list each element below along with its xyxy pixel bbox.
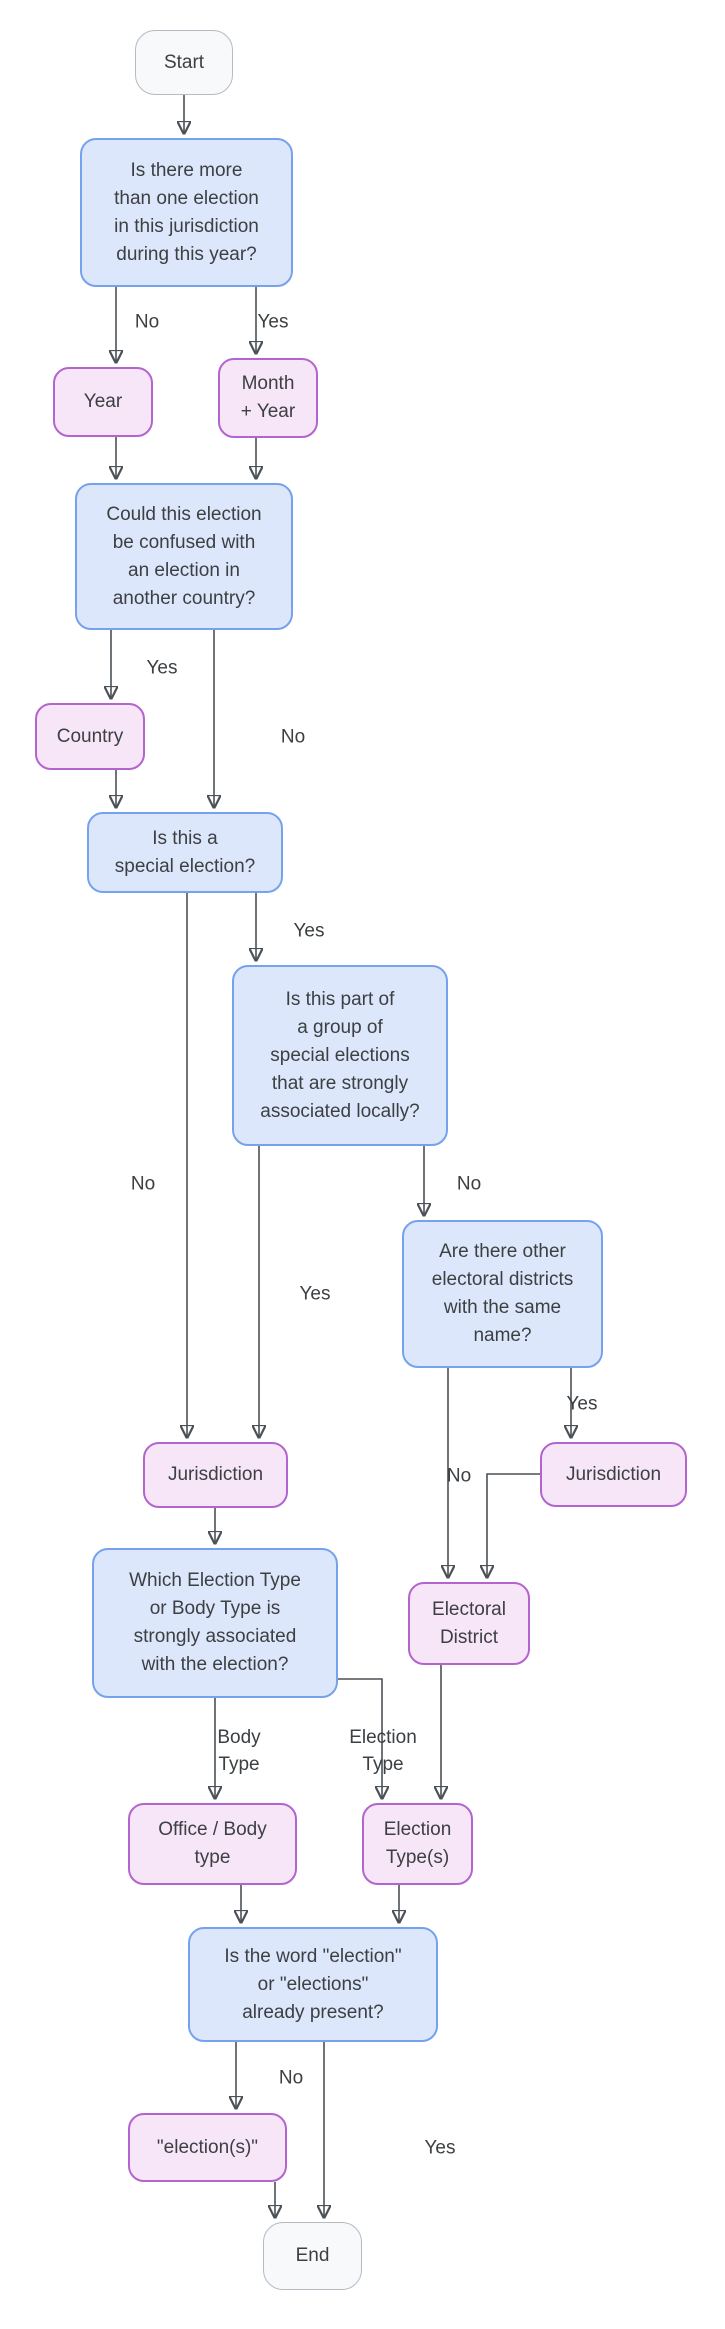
edge-label-word-no: No bbox=[278, 2067, 304, 2089]
edge-label-multiple-no: No bbox=[134, 311, 160, 333]
node-question-group-special: Is this part of a group of special elect… bbox=[232, 965, 448, 1146]
edge-label-group-no: No bbox=[456, 1173, 482, 1195]
node-election-types: Election Type(s) bbox=[362, 1803, 473, 1885]
edge-label-districts-no: No bbox=[446, 1465, 472, 1487]
edge-label-group-yes: Yes bbox=[299, 1283, 331, 1305]
node-question-other-districts: Are there other electoral districts with… bbox=[402, 1220, 603, 1368]
node-jurisdiction-left: Jurisdiction bbox=[143, 1442, 288, 1508]
node-country: Country bbox=[35, 703, 145, 770]
edge-label-election-type: Election Type bbox=[349, 1727, 417, 1775]
node-jurisdiction-right: Jurisdiction bbox=[540, 1442, 687, 1507]
node-month-year: Month + Year bbox=[218, 358, 318, 438]
node-question-which-type: Which Election Type or Body Type is stro… bbox=[92, 1548, 338, 1698]
node-question-word-election: Is the word "election" or "elections" al… bbox=[188, 1927, 438, 2042]
node-election-s: "election(s)" bbox=[128, 2113, 287, 2182]
edge-label-special-yes: Yes bbox=[293, 920, 325, 942]
edge-whichtype-election-types bbox=[338, 1678, 382, 1798]
edge-label-special-no: No bbox=[130, 1173, 156, 1195]
node-end: End bbox=[263, 2222, 362, 2290]
edge-label-body-type: Body Type bbox=[217, 1727, 261, 1775]
node-question-confused-country: Could this election be confused with an … bbox=[75, 483, 293, 630]
edge-label-confused-no: No bbox=[280, 726, 306, 748]
node-electoral-district: Electoral District bbox=[408, 1582, 530, 1665]
edge-label-districts-yes: Yes bbox=[566, 1393, 598, 1415]
edge-label-confused-yes: Yes bbox=[146, 657, 178, 679]
node-question-multiple-elections: Is there more than one election in this … bbox=[80, 138, 293, 287]
node-start: Start bbox=[135, 30, 233, 95]
node-question-special-election: Is this a special election? bbox=[87, 812, 283, 893]
edge-label-multiple-yes: Yes bbox=[257, 311, 289, 333]
node-year: Year bbox=[53, 367, 153, 437]
node-office-body-type: Office / Body type bbox=[128, 1803, 297, 1885]
edge-jurisdiction-to-electoral bbox=[487, 1473, 540, 1577]
edge-label-word-yes: Yes bbox=[424, 2137, 456, 2159]
